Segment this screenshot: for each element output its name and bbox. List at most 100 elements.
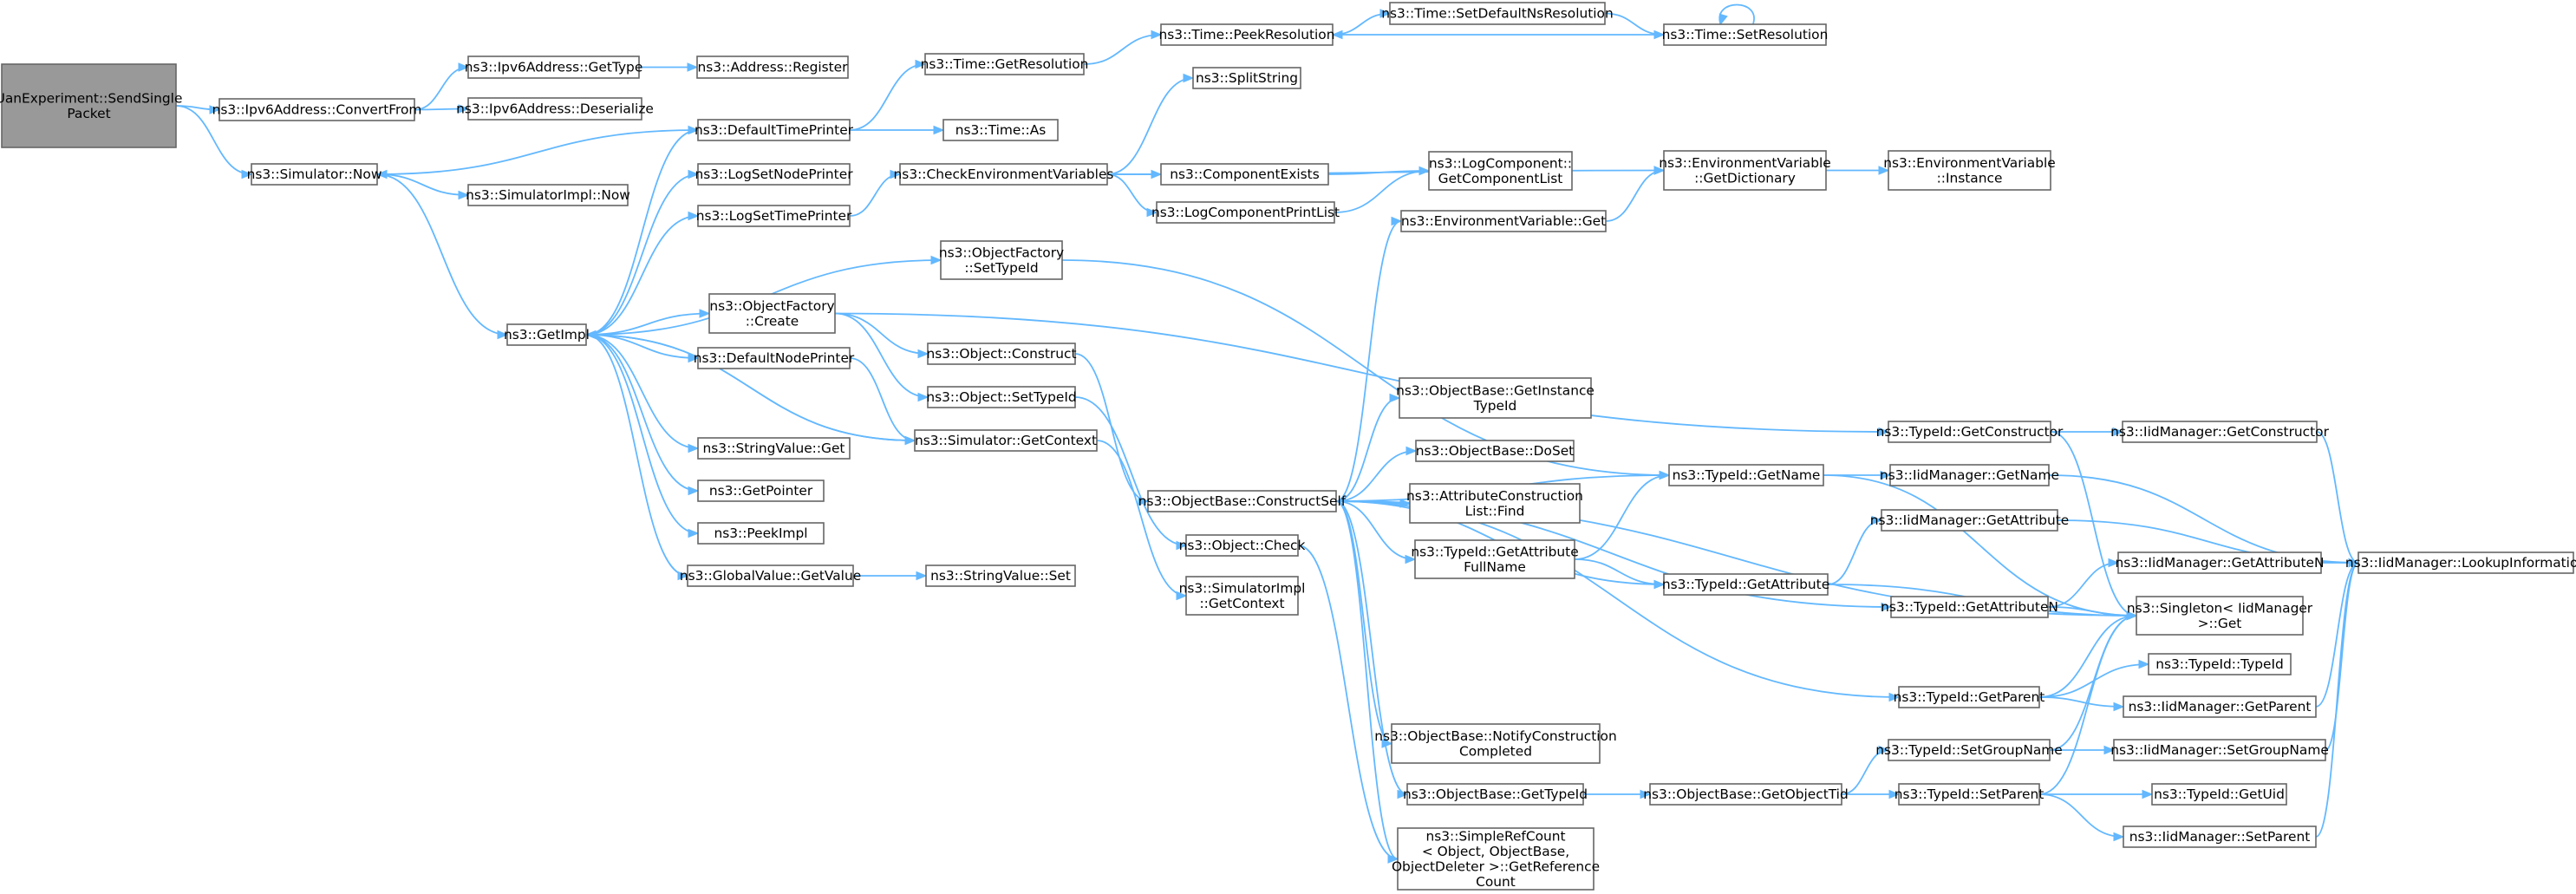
node-globalvaluegetvalue[interactable]: ns3::GlobalValue::GetValue (680, 564, 861, 587)
node-addrregister[interactable]: ns3::Address::Register (696, 55, 849, 79)
node-iidgetattribute[interactable]: ns3::IidManager::GetAttribute (1870, 509, 2069, 532)
node-simplerefcount[interactable]: ns3::SimpleRefCount< Object, ObjectBase,… (1392, 827, 1600, 891)
node-typeidgetconstructor[interactable]: ns3::TypeId::GetConstructor (1876, 421, 2064, 443)
node-typeidgetattribute[interactable]: ns3::TypeId::GetAttribute (1662, 573, 1829, 596)
node-box (467, 55, 640, 79)
node-box (1192, 67, 1301, 89)
node-timesetresolution[interactable]: ns3::Time::SetResolution (1662, 23, 1829, 46)
node-label: ns3::ObjectFactory (709, 298, 834, 314)
node-objbaseconstructself[interactable]: ns3::ObjectBase::ConstructSelf (1138, 490, 1347, 512)
node-typeidgetname[interactable]: ns3::TypeId::GetName (1668, 464, 1824, 486)
node-envvarget[interactable]: ns3::EnvironmentVariable::Get (1400, 210, 1607, 232)
node-iidsetgroupname[interactable]: ns3::IidManager::SetGroupName (2110, 739, 2329, 761)
node-simimplnow[interactable]: ns3::SimulatorImpl::Now (466, 184, 630, 206)
node-ipv6deserialize[interactable]: ns3::Ipv6Address::Deserialize (456, 97, 654, 121)
node-logcompgetlist[interactable]: ns3::LogComponent::GetComponentList (1428, 151, 1573, 191)
node-stringvalueset[interactable]: ns3::StringValue::Set (925, 564, 1076, 587)
node-iidgetname[interactable]: ns3::IidManager::GetName (1880, 464, 2059, 486)
node-logcomponentprintlist[interactable]: ns3::LogComponentPrintList (1151, 201, 1340, 224)
node-timesetdefaultns[interactable]: ns3::Time::SetDefaultNsResolution (1381, 2, 1614, 25)
arrowhead (1659, 470, 1671, 480)
node-stringvalueget[interactable]: ns3::StringValue::Get (697, 437, 851, 460)
arrowhead (1881, 602, 1893, 612)
node-box (927, 343, 1076, 365)
node-box (1888, 421, 2051, 443)
edge-getimpl-to-objfactorycreate (585, 312, 710, 336)
node-label: ns3::Address::Register (698, 60, 849, 75)
node-iidsetparent[interactable]: ns3::IidManager::SetParent (2123, 825, 2317, 848)
node-iidlookupinfo[interactable]: ns3::IidManager::LookupInformation (2345, 551, 2576, 574)
node-getpointer[interactable]: ns3::GetPointer (697, 480, 825, 502)
node-objconstruct[interactable]: ns3::Object::Construct (927, 343, 1077, 365)
edge-objbaseconstructself-to-objbasegetinstancetypeid (1335, 397, 1400, 502)
arrowhead (688, 443, 700, 454)
edge-objfactorycreate-to-objconstruct (834, 312, 929, 355)
edge-iidsetgroupname-to-iidlookupinfo (2325, 562, 2359, 751)
node-ipv6gettype[interactable]: ns3::Ipv6Address::GetType (465, 55, 643, 79)
node-typeidgetuid[interactable]: ns3::TypeId::GetUid (2151, 783, 2287, 806)
node-label: ::GetContext (1199, 596, 1284, 611)
node-objsettypeid[interactable]: ns3::Object::SetTypeId (926, 386, 1077, 408)
arrowhead (1405, 554, 1417, 564)
node-getimpl[interactable]: ns3::GetImpl (504, 323, 590, 346)
node-typeidsetgroupname[interactable]: ns3::TypeId::SetGroupName (1875, 739, 2063, 761)
node-label: ns3::Singleton< IidManager (2127, 600, 2313, 616)
node-label: ns3::Time::As (955, 122, 1047, 138)
node-timegetresolution[interactable]: ns3::Time::GetResolution (921, 53, 1089, 75)
edge-typeidsetgroupname-to-singletonget (2049, 615, 2137, 751)
node-typeidsetparent[interactable]: ns3::TypeId::SetParent (1895, 783, 2044, 806)
node-box (925, 564, 1076, 587)
node-label: ns3::TypeId::TypeId (2155, 656, 2284, 672)
node-box (942, 119, 1059, 141)
node-logsettimeprinter[interactable]: ns3::LogSetTimePrinter (696, 205, 852, 227)
node-box (1160, 163, 1329, 186)
node-checkenvvars[interactable]: ns3::CheckEnvironmentVariables (894, 163, 1114, 186)
node-simgetcontext[interactable]: ns3::Simulator::GetContext (914, 429, 1098, 452)
node-envvargetdict[interactable]: ns3::EnvironmentVariable::GetDictionary (1659, 150, 1831, 191)
node-box (1400, 210, 1607, 232)
edge-typeidgetconstructor-to-singletonget (2050, 431, 2137, 617)
edge-simgetcontext-to-getimpl (585, 334, 916, 441)
node-objbasedoset[interactable]: ns3::ObjectBase::DoSet (1415, 440, 1575, 462)
node-objbasegetobjecttid[interactable]: ns3::ObjectBase::GetObjectTid (1643, 783, 1849, 806)
edge-objfactorysettypeid-to-typeidgetname (1061, 259, 1670, 476)
arrowhead (1878, 427, 1890, 437)
node-peekimpl[interactable]: ns3::PeekImpl (697, 522, 825, 545)
node-envvarinstance[interactable]: ns3::EnvironmentVariable::Instance (1883, 150, 2056, 191)
node-iidgetparent[interactable]: ns3::IidManager::GetParent (2123, 695, 2317, 718)
node-singletonget[interactable]: ns3::Singleton< IidManager>::Get (2127, 596, 2313, 636)
node-objfactorysettypeid[interactable]: ns3::ObjectFactory::SetTypeId (939, 240, 1064, 280)
node-timepeekresolution[interactable]: ns3::Time::PeekResolution (1159, 23, 1335, 46)
arrowhead (2113, 832, 2125, 842)
edge-objcheck-to-simplerefcount (1297, 545, 1399, 860)
node-simnow[interactable]: ns3::Simulator::Now (247, 163, 382, 186)
edge-objsettypeid-to-objcheck (1074, 396, 1187, 546)
arrowhead (497, 330, 509, 340)
node-objcheck[interactable]: ns3::Object::Check (1179, 534, 1306, 557)
node-box (708, 293, 836, 334)
node-iidgetattributen[interactable]: ns3::IidManager::GetAttributeN (2116, 551, 2325, 574)
node-componentexists[interactable]: ns3::ComponentExists (1160, 163, 1329, 186)
node-typeidtypeid[interactable]: ns3::TypeId::TypeId (2148, 653, 2292, 675)
node-typeidgetparent[interactable]: ns3::TypeId::GetParent (1894, 686, 2045, 708)
node-box (1156, 201, 1335, 224)
node-defaultnodeprinter[interactable]: ns3::DefaultNodePrinter (694, 347, 855, 369)
node-timeas[interactable]: ns3::Time::As (942, 119, 1059, 141)
node-objfactorycreate[interactable]: ns3::ObjectFactory::Create (708, 293, 836, 334)
node-typeidgetattributen[interactable]: ns3::TypeId::GetAttributeN (1881, 596, 2058, 618)
node-ipv6convertfrom[interactable]: ns3::Ipv6Address::ConvertFrom (212, 98, 422, 121)
node-splitstring[interactable]: ns3::SplitString (1192, 67, 1301, 89)
node-simimplgetcontext[interactable]: ns3::SimulatorImpl::GetContext (1179, 576, 1306, 616)
node-objbasenotify[interactable]: ns3::ObjectBase::NotifyConstructionCompl… (1374, 723, 1617, 764)
node-objbasegettypeid[interactable]: ns3::ObjectBase::GetTypeId (1403, 783, 1588, 806)
node-defaulttimeprinter[interactable]: ns3::DefaultTimePrinter (695, 119, 854, 141)
node-logsetnodeprinter[interactable]: ns3::LogSetNodePrinter (695, 163, 853, 186)
arrowhead (687, 62, 699, 72)
node-box (1663, 573, 1829, 596)
node-iidgetconstructor[interactable]: ns3::IidManager::GetConstructor (2110, 421, 2330, 443)
node-box (1399, 377, 1592, 419)
